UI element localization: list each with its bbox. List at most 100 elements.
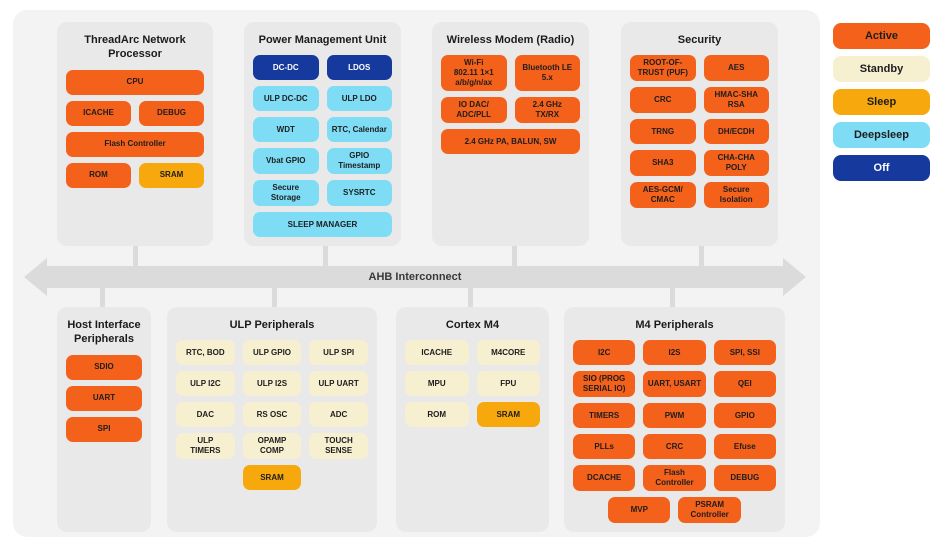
chip-plls: PLLs — [573, 434, 636, 460]
chip-grid-cortex: ICACHE M4CORE MPU FPU ROM SRAM — [396, 340, 549, 428]
ahb-interconnect-bus — [45, 266, 785, 288]
chip-sram: SRAM — [139, 162, 204, 188]
chip-ulp-dc-dc: ULP DC-DC — [253, 86, 319, 112]
chip-gpio-timestamp: GPIO Timestamp — [326, 148, 392, 175]
chip-fpu: FPU — [476, 371, 540, 397]
chip-sio-prog-serial-io: SIO (PROG SERIAL IO) — [573, 371, 636, 398]
chip-sleep-manager: SLEEP MANAGER — [253, 212, 392, 238]
connector-security — [699, 244, 704, 268]
chip-ulp-timers: ULP TIMERS — [176, 433, 235, 460]
chip-adc: ADC — [309, 402, 368, 428]
chip-i2c: I2C — [573, 340, 636, 366]
chip-ulp-spi: ULP SPI — [309, 340, 368, 366]
connector-wireless-modem — [512, 244, 517, 268]
block-title-pmu: Power Management Unit — [258, 34, 387, 46]
chip-wdt: WDT — [253, 117, 319, 143]
chip-rom: ROM — [405, 402, 469, 428]
chip-cpu: CPU — [66, 69, 204, 95]
ahb-interconnect-label: AHB Interconnect — [368, 271, 462, 283]
chip-dac: DAC — [176, 402, 235, 428]
connector-m4-peripherals — [670, 286, 675, 310]
chip-icache: ICACHE — [66, 100, 131, 126]
block-threadarc-network-processor: ThreadArc Network Processor CPU ICACHE DEB… — [57, 22, 213, 246]
chip-cha-cha-poly: CHA-CHA POLY — [703, 150, 769, 177]
block-wireless-modem-radio: Wireless Modem (Radio) Wi-Fi 802.11 1×1 … — [432, 22, 589, 246]
chip-trng: TRNG — [630, 119, 696, 145]
chip-icache: ICACHE — [405, 340, 469, 366]
block-title-m4p: M4 Peripherals — [635, 319, 714, 331]
chip-root-of-trust-puf: ROOT-OF- TRUST (PUF) — [630, 55, 696, 82]
block-ulp-peripherals: ULP Peripherals RTC, BOD ULP GPIO ULP SPI U… — [167, 307, 377, 532]
chip-secure-storage: Secure Storage — [253, 180, 319, 207]
chip-aes-gcm-cmac: AES-GCM/ CMAC — [630, 182, 696, 209]
chip-sram: SRAM — [476, 402, 540, 428]
chip-sysrtc: SYSRTC — [326, 180, 392, 207]
chip-secure-isolation: Secure Isolation — [703, 182, 769, 209]
chip-aes: AES — [703, 55, 769, 82]
legend-deepsleep: Deepsleep — [833, 122, 930, 148]
chip-flash-controller: Flash Controller — [643, 465, 706, 492]
chip-flash-controller: Flash Controller — [66, 131, 204, 157]
chip-mpu: MPU — [405, 371, 469, 397]
chip-i2s: I2S — [643, 340, 706, 366]
legend-active: Active — [833, 23, 930, 49]
chip-vbat-gpio: Vbat GPIO — [253, 148, 319, 175]
chip-debug: DEBUG — [139, 100, 204, 126]
chip-rtc-calendar: RTC, Calendar — [326, 117, 392, 143]
block-title-threadarc: ThreadArc Network Processor — [84, 34, 186, 61]
legend-off: Off — [833, 155, 930, 181]
chip-io-dac-adc-pll: IO DAC/ ADC/PLL — [441, 97, 507, 124]
arrow-left-icon — [24, 258, 47, 296]
chip-pwm: PWM — [643, 403, 706, 429]
chip-2-4-ghz-pa-balun-sw: 2.4 GHz PA, BALUN, SW — [441, 129, 580, 155]
block-title-cortex: Cortex M4 — [445, 319, 500, 331]
chip-bluetooth-le-5-x: Bluetooth LE 5.x — [514, 55, 580, 92]
connector-pmu — [323, 244, 328, 268]
chip-psram-controller: PSRAM Controller — [678, 497, 741, 524]
block-title-wireless: Wireless Modem (Radio) — [446, 34, 575, 46]
chip-rtc-bod: RTC, BOD — [176, 340, 235, 366]
chip-ldos: LDOS — [326, 55, 392, 81]
connector-ulp-peripherals — [272, 286, 277, 310]
connector-host-interface — [100, 286, 105, 310]
chip-efuse: Efuse — [713, 434, 776, 460]
chip-touch-sense: TOUCH SENSE — [309, 433, 368, 460]
chip-dh-ecdh: DH/ECDH — [703, 119, 769, 145]
block-cortex-m4: Cortex M4 ICACHE M4CORE MPU FPU ROM SRAM — [396, 307, 549, 532]
chip-ulp-ldo: ULP LDO — [326, 86, 392, 112]
arrow-right-icon — [783, 258, 806, 296]
chip-sram: SRAM — [242, 465, 302, 491]
chip-hmac-sha-rsa: HMAC-SHA RSA — [703, 87, 769, 114]
chip-rs-osc: RS OSC — [242, 402, 302, 428]
chip-m4core: M4CORE — [476, 340, 540, 366]
chip-debug: DEBUG — [713, 465, 776, 492]
chip-qei: QEI — [713, 371, 776, 398]
chip-sdio: SDIO — [66, 354, 142, 380]
chip-ulp-gpio: ULP GPIO — [242, 340, 302, 366]
connector-threadarc — [133, 244, 138, 268]
connector-cortex-m4 — [468, 286, 473, 310]
chip-dcache: DCACHE — [573, 465, 636, 492]
chip-crc: CRC — [643, 434, 706, 460]
block-title-security: Security — [677, 34, 722, 46]
chip-uart: UART — [66, 385, 142, 411]
chip-mvp: MVP — [608, 497, 671, 524]
block-title-ulp: ULP Peripherals — [229, 319, 315, 331]
chip-opamp-comp: OPAMP COMP — [242, 433, 302, 460]
chip-sha3: SHA3 — [630, 150, 696, 177]
chip-2-4-ghz-tx-rx: 2.4 GHz TX/RX — [514, 97, 580, 124]
chip-ulp-i2s: ULP I2S — [242, 371, 302, 397]
chip-rom: ROM — [66, 162, 131, 188]
chip-gpio: GPIO — [713, 403, 776, 429]
chip-wi-fi-802-11-1-1-a-b-g-n-ax: Wi-Fi 802.11 1×1 a/b/g/n/ax — [441, 55, 507, 92]
